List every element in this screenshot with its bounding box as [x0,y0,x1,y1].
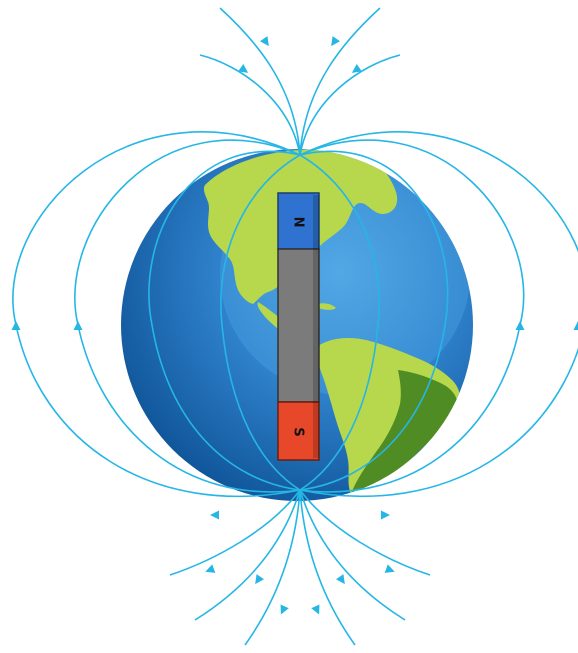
north-label: N [291,217,306,228]
field-line [299,489,356,646]
field-line [299,154,380,491]
field-line [199,54,301,156]
arrow-icon [384,564,395,573]
caribbean-islands [318,303,336,310]
arrow-icon [11,321,21,330]
arrow-icon [515,321,525,330]
arrow-icon [311,604,320,615]
magnet-body [277,248,320,403]
field-direction-arrows [11,36,578,615]
field-line [169,489,301,576]
field-line [244,489,301,646]
south-america-shade [350,370,458,496]
field-line [148,150,301,491]
field-line [299,489,431,576]
arrow-icon [255,574,264,585]
arrow-icon [238,64,249,73]
field-line [299,150,449,491]
field-line [299,54,401,156]
arrow-icon [573,321,578,330]
arrow-icon [331,36,340,47]
south-label: S [291,427,306,436]
arrow-icon [73,321,83,330]
arrow-icon [336,574,345,585]
field-line [299,131,578,498]
field-line [299,7,381,156]
field-line [220,154,301,491]
field-line [219,7,301,156]
magnet-north-pole [277,192,320,250]
field-line [299,489,406,621]
field-line [194,489,301,621]
bar-magnet: N S [277,192,320,461]
arrow-icon [381,510,390,520]
arrow-icon [260,36,269,47]
arrow-icon [210,510,219,520]
arrow-icon [351,64,362,73]
magnet-shadow [313,195,319,458]
arrow-icon [205,564,216,573]
magnet-south-pole [277,401,320,461]
arrow-icon [280,604,289,615]
